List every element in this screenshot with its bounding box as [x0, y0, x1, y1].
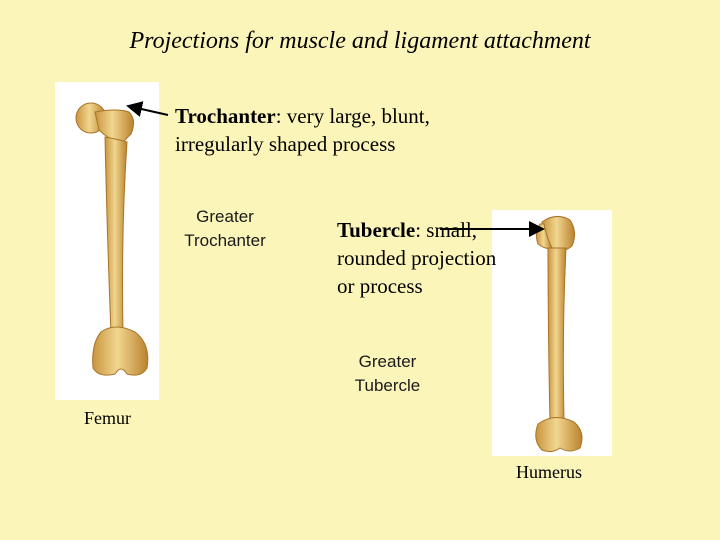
- tubercle-definition-text: : small, rounded projection or process: [337, 218, 497, 298]
- greater-trochanter-label: Greater Trochanter: [184, 207, 266, 250]
- humerus-label: Humerus: [516, 462, 582, 482]
- trochanter-arrow: [126, 101, 169, 117]
- slide-title: Projections for muscle and ligament atta…: [129, 28, 591, 54]
- tubercle-definition: Tubercle: small, rounded projection or p…: [337, 216, 497, 300]
- trochanter-definition: Trochanter: very large, blunt, irregular…: [175, 102, 435, 158]
- greater-tubercle-label: Greater Tubercle: [354, 352, 421, 395]
- tubercle-term: Tubercle: [337, 218, 416, 242]
- femur-image: [55, 82, 159, 400]
- trochanter-term: Trochanter: [175, 104, 276, 128]
- trochanter-definition-text: : very large, blunt, irregularly shaped …: [175, 104, 430, 156]
- femur-label: Femur: [84, 408, 131, 428]
- femur-illustration: [75, 102, 149, 376]
